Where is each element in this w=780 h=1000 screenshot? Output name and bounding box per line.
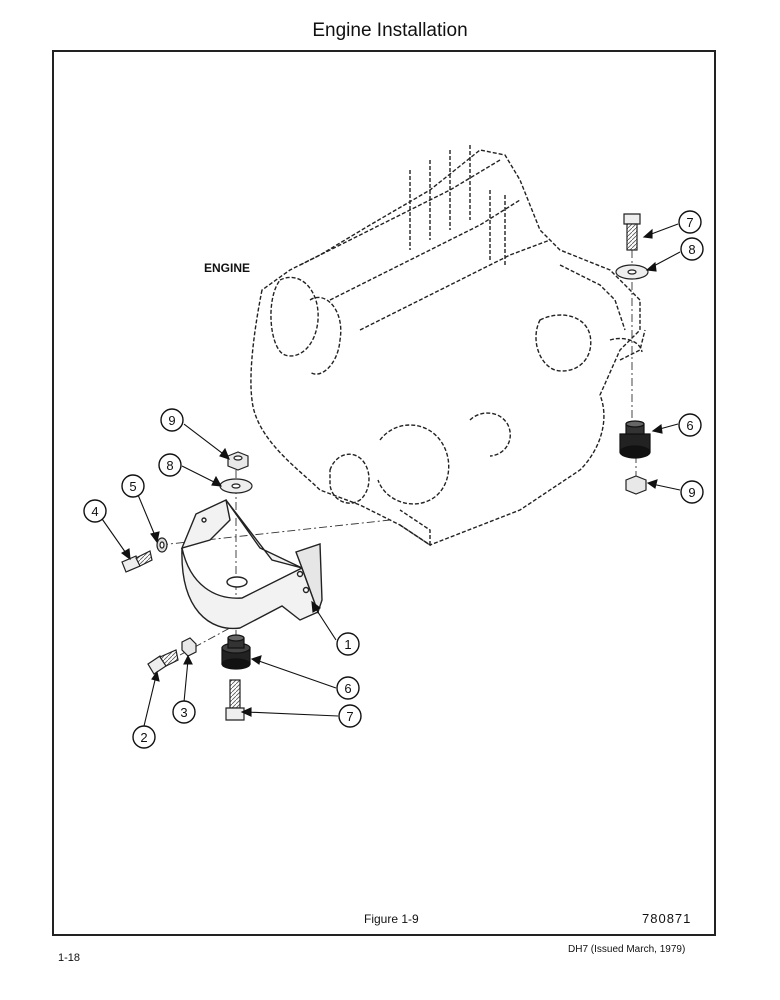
bolt-part-7-left (225, 679, 245, 721)
bolt-part-2 (147, 649, 179, 675)
callout-9-right (680, 480, 704, 504)
callout-num-7-left: 7 (346, 709, 353, 724)
page-number: 1-18 (58, 952, 81, 964)
callout-num-6-left: 6 (344, 681, 351, 696)
rubber-mount-part-6-right (619, 420, 651, 459)
figure-frame (52, 50, 716, 936)
callout-num-5: 5 (129, 479, 136, 494)
rubber-mount-part-6-left (221, 634, 251, 670)
callout-9-left (160, 408, 184, 432)
nut-part-9-right (625, 475, 647, 495)
callout-num-7-right: 7 (686, 215, 693, 230)
callout-num-8-left: 8 (166, 458, 173, 473)
callout-8-left (158, 453, 182, 477)
callout-num-2: 2 (140, 730, 147, 745)
callout-num-6-right: 6 (686, 418, 693, 433)
callout-6-right (678, 413, 702, 437)
leader-lines (99, 223, 681, 727)
engine-outline (250, 145, 646, 547)
callout-num-9-left: 9 (168, 413, 175, 428)
callout-num-3: 3 (180, 705, 187, 720)
bolt-part-7-right (623, 213, 641, 251)
page-title: Engine Installation (312, 20, 468, 41)
nut-part-9-left (227, 451, 249, 471)
callout-6-left (336, 676, 360, 700)
engine-label: ENGINE (204, 261, 250, 275)
washer-part-8-left (219, 478, 253, 494)
callout-5 (121, 474, 145, 498)
washer-part-8-right (615, 264, 649, 280)
callout-num-4: 4 (91, 504, 98, 519)
mount-bracket (180, 498, 323, 630)
callout-num-1: 1 (344, 637, 351, 652)
callout-num-9-right: 9 (688, 485, 695, 500)
nut-part-3 (181, 637, 197, 657)
figure-caption: Figure 1-9 (364, 912, 419, 926)
bolt-part-4 (121, 550, 153, 573)
callout-7-left (338, 704, 362, 728)
lockwasher-part-5 (156, 537, 168, 553)
figure-number: 780871 (642, 911, 692, 926)
callout-7-right (678, 210, 702, 234)
callout-num-8-right: 8 (688, 242, 695, 257)
callout-8-right (680, 237, 704, 261)
callout-1 (336, 632, 360, 656)
document-reference: DH7 (Issued March, 1979) (568, 944, 686, 955)
callout-3 (172, 700, 196, 724)
callout-4 (83, 499, 107, 523)
callout-2 (132, 725, 156, 749)
callout-numbers: 7 8 6 9 9 8 5 4 1 6 7 2 3 (91, 215, 695, 745)
callouts (83, 210, 704, 749)
